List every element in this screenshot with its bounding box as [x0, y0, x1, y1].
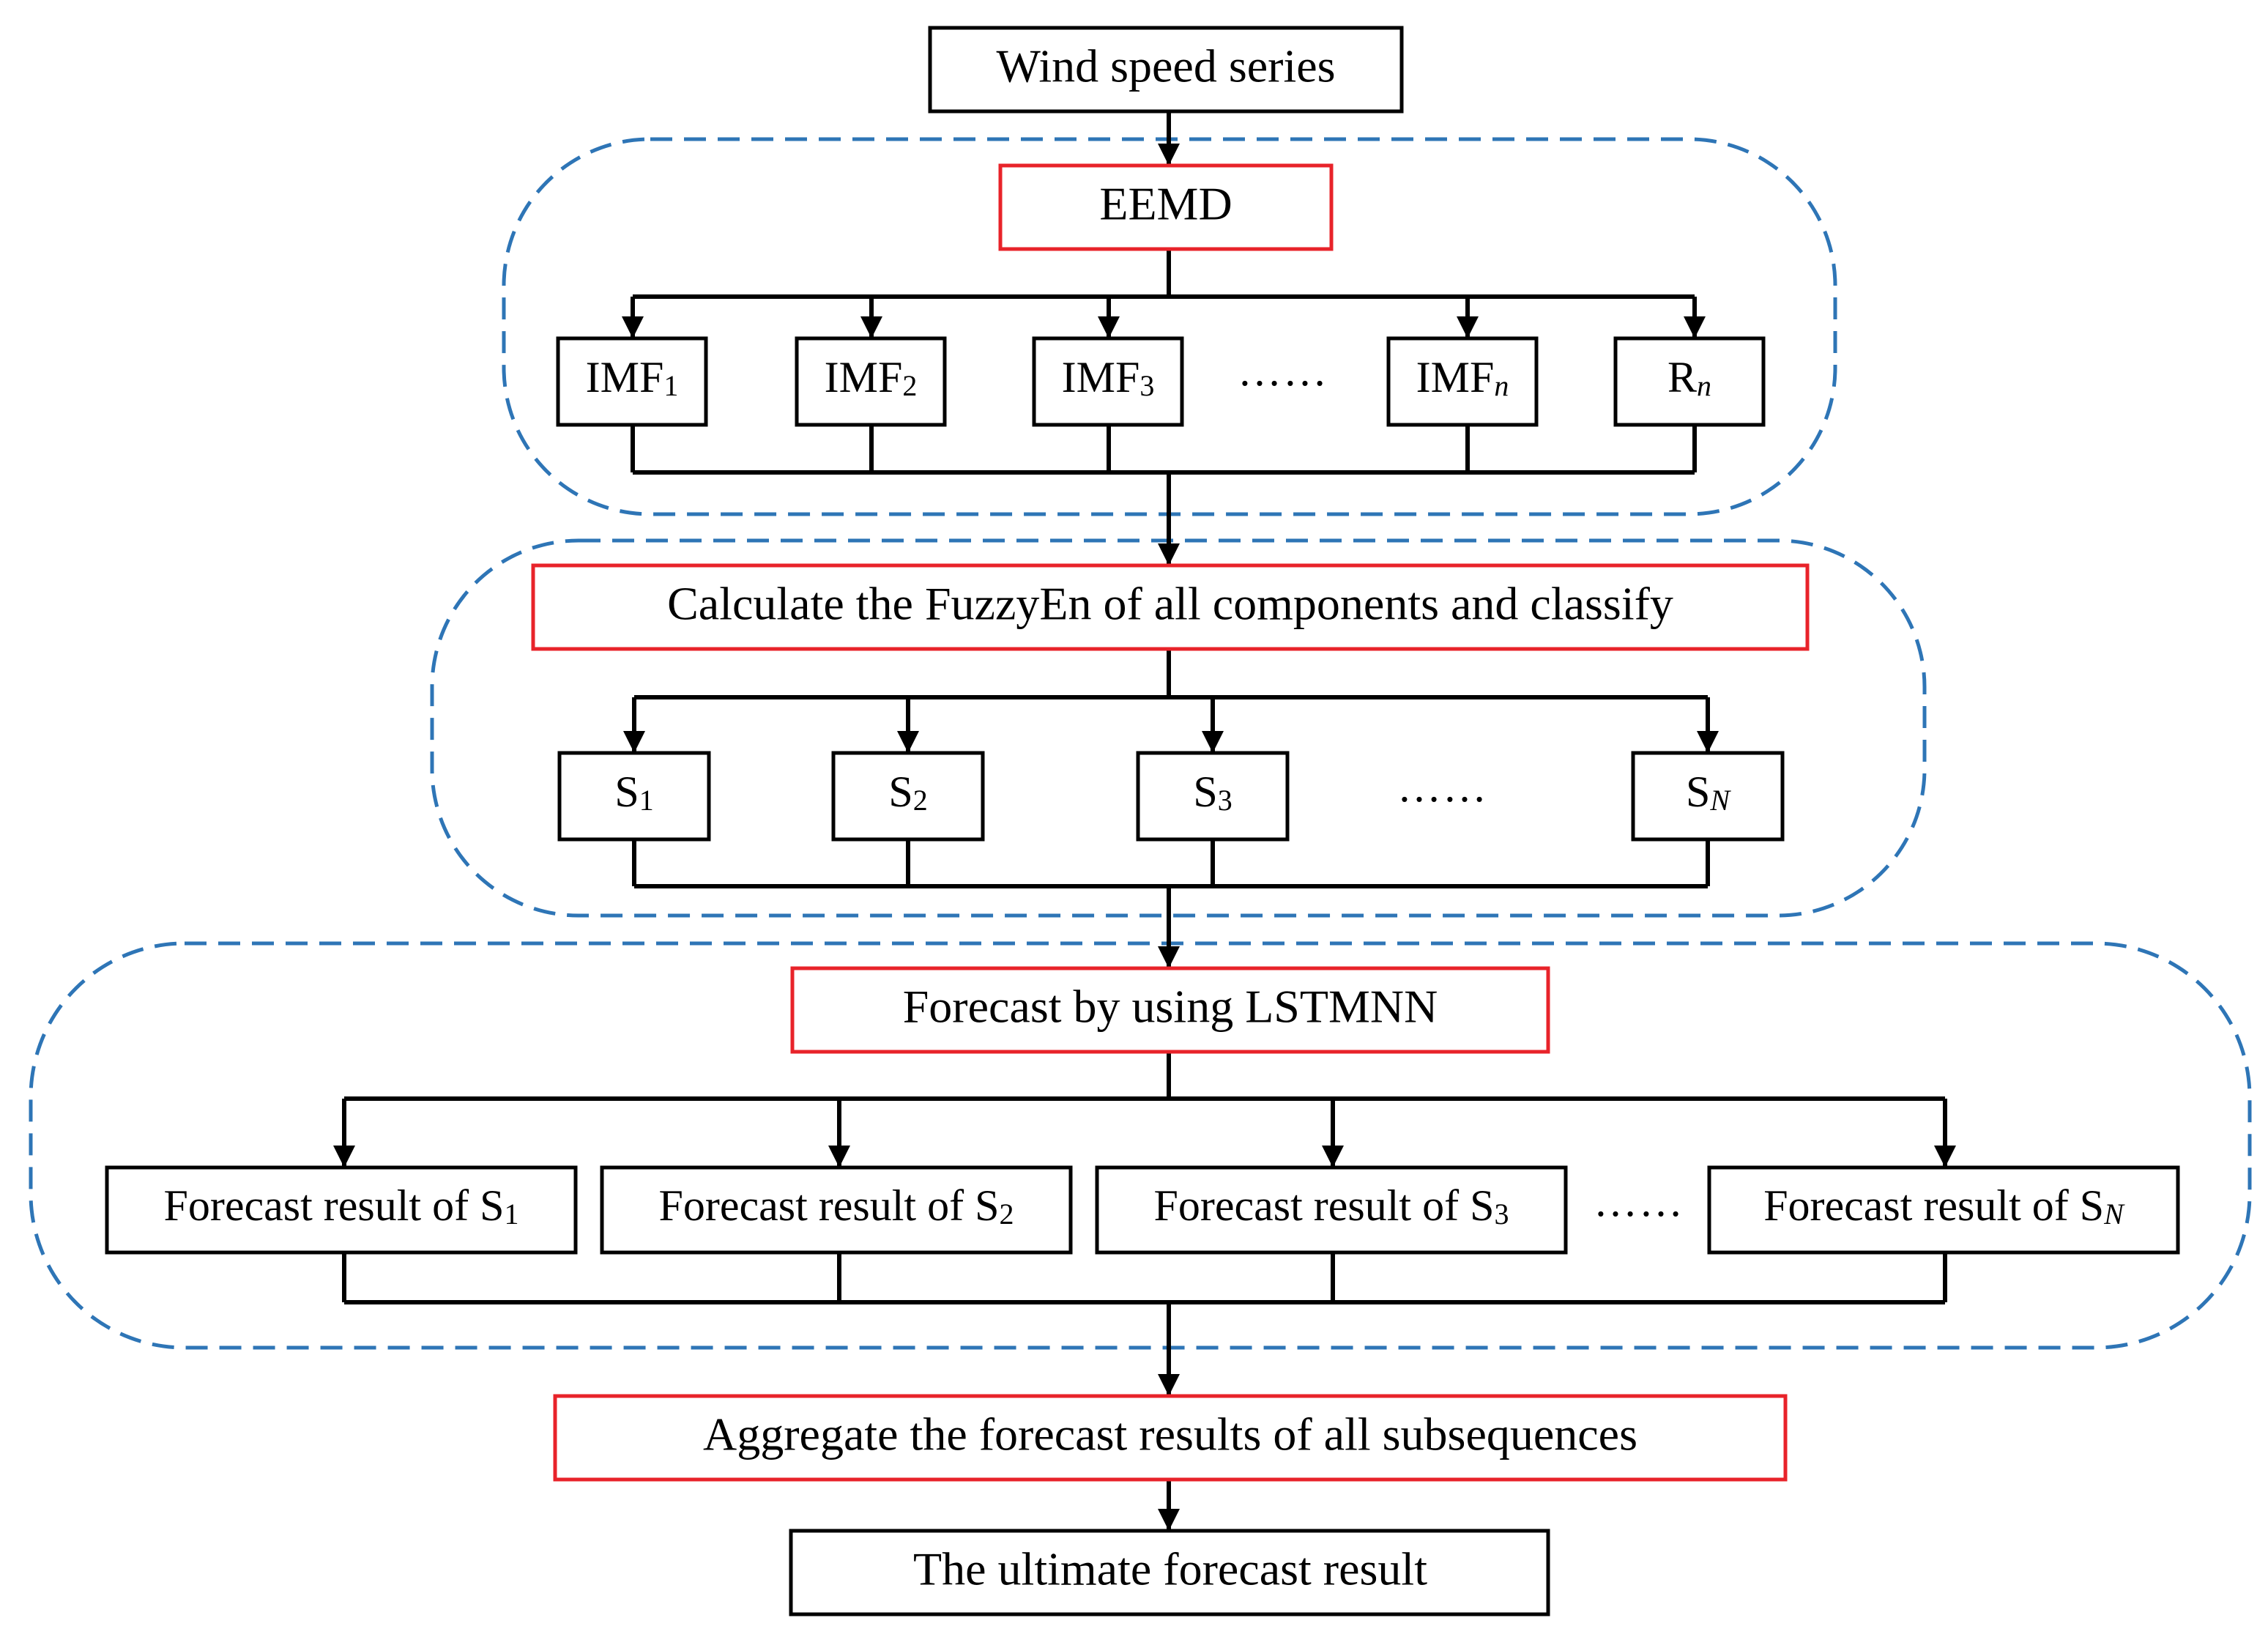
forecast-result-box: Forecast result of S2 — [600, 1165, 1073, 1255]
svg-text:IMF3: IMF3 — [1062, 353, 1155, 402]
fuzzy-node: Calculate the FuzzyEn of all components … — [531, 563, 1810, 651]
eemd-label: EEMD — [1099, 178, 1232, 230]
component-subscript: 3 — [1139, 369, 1154, 402]
svg-text:S3: S3 — [1193, 768, 1232, 817]
eemd-node: EEMD — [998, 163, 1334, 251]
component-subscript: n — [1697, 369, 1711, 402]
component-box: IMFn — [1386, 336, 1539, 427]
component-label: IMF — [586, 353, 664, 401]
fuzzy-label: Calculate the FuzzyEn of all components … — [667, 578, 1673, 630]
forecast-result-box: Forecast result of SN — [1707, 1165, 2180, 1255]
subsequence-boxes: S1 S2 S3 …… SN — [557, 751, 1785, 842]
svg-text:Forecast result of S3: Forecast result of S3 — [1154, 1181, 1509, 1230]
aggregate-node: Aggregate the forecast results of all su… — [553, 1394, 1788, 1482]
svg-text:Forecast result of SN: Forecast result of SN — [1763, 1181, 2125, 1230]
output-node: The ultimate forecast result — [789, 1529, 1550, 1616]
svg-text:S1: S1 — [614, 768, 653, 817]
subsequence-box: S3 — [1136, 751, 1290, 842]
component-boxes: IMF1 IMF2 IMF3 …… IMFn Rn — [556, 336, 1766, 427]
svg-text:IMF1: IMF1 — [586, 353, 679, 402]
component-subscript: n — [1494, 369, 1509, 402]
component-box: IMF2 — [795, 336, 947, 427]
component-subscript: 2 — [902, 369, 917, 402]
output-label: The ultimate forecast result — [913, 1543, 1427, 1595]
subsequence-subscript: 3 — [1218, 784, 1232, 817]
forecasts-ellipsis: …… — [1594, 1177, 1684, 1225]
svg-text:IMFn: IMFn — [1416, 353, 1509, 402]
component-label: IMF — [825, 353, 903, 401]
subsequence-label: S — [1193, 768, 1217, 816]
subsequence-box: S1 — [557, 751, 711, 842]
subsequence-box: SN — [1631, 751, 1785, 842]
svg-text:SN: SN — [1686, 768, 1731, 817]
forecast-result-label: Forecast result of S — [164, 1181, 505, 1230]
subsequence-label: S — [1686, 768, 1710, 816]
lstm-label: Forecast by using LSTMNN — [903, 981, 1438, 1033]
forecast-result-box: Forecast result of S3 — [1095, 1165, 1568, 1255]
input-label: Wind speed series — [996, 40, 1335, 92]
group-forecasting — [29, 941, 2252, 1350]
component-box: IMF3 — [1032, 336, 1184, 427]
lstm-node: Forecast by using LSTMNN — [790, 966, 1550, 1054]
forecast-result-subscript: 2 — [999, 1198, 1014, 1230]
svg-text:Forecast result of S1: Forecast result of S1 — [164, 1181, 519, 1230]
subsequence-subscript: N — [1709, 784, 1731, 817]
forecast-result-label: Forecast result of S — [1763, 1181, 2104, 1230]
connectors — [333, 111, 1956, 1531]
forecast-result-label: Forecast result of S — [659, 1181, 1000, 1230]
forecast-result-subscript: N — [2103, 1198, 2125, 1230]
forecast-result-box: Forecast result of S1 — [105, 1165, 578, 1255]
component-label: IMF — [1062, 353, 1140, 401]
aggregate-label: Aggregate the forecast results of all su… — [703, 1408, 1637, 1460]
subsequence-label: S — [888, 768, 912, 816]
subsequence-box: S2 — [831, 751, 985, 842]
forecast-boxes: Forecast result of S1 Forecast result of… — [105, 1165, 2180, 1255]
subsequence-subscript: 2 — [913, 784, 928, 817]
svg-text:IMF2: IMF2 — [825, 353, 918, 402]
component-box: IMF1 — [556, 336, 708, 427]
forecast-result-subscript: 1 — [504, 1198, 518, 1230]
component-box: Rn — [1613, 336, 1766, 427]
svg-text:S2: S2 — [888, 768, 927, 817]
subsequences-ellipsis: …… — [1397, 762, 1488, 811]
components-ellipsis: …… — [1238, 346, 1328, 395]
forecast-result-label: Forecast result of S — [1154, 1181, 1495, 1230]
group-classification — [430, 538, 1927, 918]
svg-text:Forecast result of S2: Forecast result of S2 — [659, 1181, 1014, 1230]
component-subscript: 1 — [663, 369, 678, 402]
input-node: Wind speed series — [928, 26, 1404, 114]
component-label: IMF — [1416, 353, 1495, 401]
subsequence-label: S — [614, 768, 639, 816]
component-label: R — [1667, 353, 1697, 401]
subsequence-subscript: 1 — [639, 784, 654, 817]
forecast-result-subscript: 3 — [1494, 1198, 1509, 1230]
svg-text:Rn: Rn — [1667, 353, 1711, 402]
